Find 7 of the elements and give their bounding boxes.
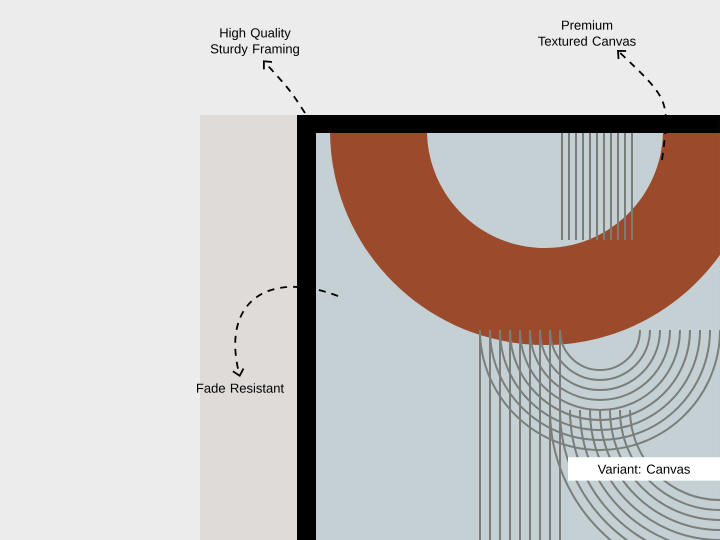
annotation-label: High Quality Sturdy Framing xyxy=(210,28,299,56)
variant-label-box: Variant: Canvas xyxy=(568,457,720,481)
dashed-arrow xyxy=(617,50,667,160)
dashed-arrow xyxy=(232,286,338,378)
annotation-label: Premium Textured Canvas xyxy=(538,20,636,46)
annotation-label: Fade Resistant xyxy=(197,383,284,393)
dashed-arrow xyxy=(262,60,306,114)
